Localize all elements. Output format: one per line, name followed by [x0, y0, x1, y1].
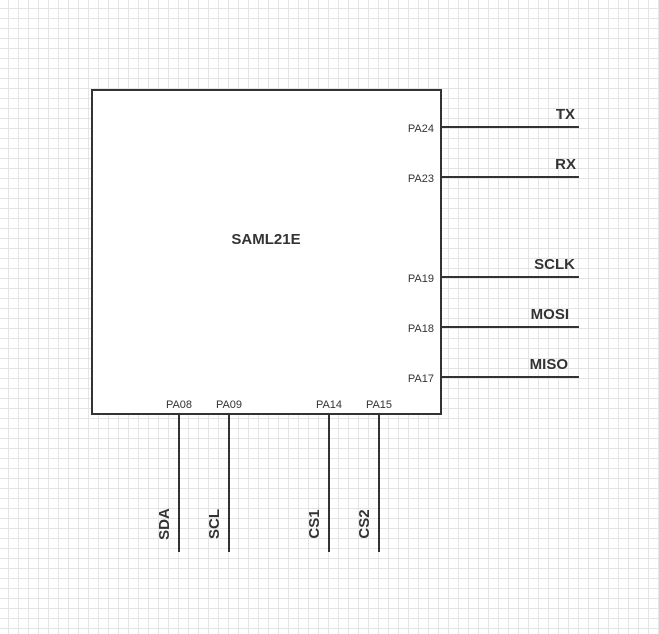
right-pin[interactable]: PA18 MOSI: [408, 306, 579, 335]
bottom-pin[interactable]: PA14 CS1: [306, 399, 342, 552]
right-pin[interactable]: PA23 RX: [408, 156, 579, 185]
right-pin[interactable]: PA24 TX: [408, 106, 579, 135]
bottom-pin[interactable]: PA15 CS2: [356, 399, 392, 552]
right-pin[interactable]: PA19 SCLK: [408, 256, 579, 285]
right-signal-label: RX: [555, 156, 576, 173]
bottom-pin[interactable]: PA09 SCL: [206, 399, 242, 552]
bottom-signal-label: SDA: [156, 508, 173, 540]
right-signal-label: MISO: [530, 356, 569, 373]
bottom-pin-label: PA14: [316, 399, 342, 411]
bottom-pin-label: PA09: [216, 399, 242, 411]
right-signal-label: MOSI: [531, 306, 569, 323]
bottom-pin-label: PA08: [166, 399, 192, 411]
bottom-signal-label: SCL: [206, 509, 223, 539]
right-pin-label: PA18: [408, 323, 434, 335]
right-signal-label: SCLK: [534, 256, 575, 273]
bottom-signal-label: CS2: [356, 509, 373, 538]
right-pin-label: PA17: [408, 373, 434, 385]
right-pin[interactable]: PA17 MISO: [408, 356, 579, 385]
chip-name: SAML21E: [231, 231, 300, 248]
bottom-signal-label: CS1: [306, 509, 323, 538]
bottom-pin-label: PA15: [366, 399, 392, 411]
right-pin-label: PA24: [408, 123, 434, 135]
right-pin-label: PA19: [408, 273, 434, 285]
chip-body[interactable]: [91, 89, 442, 415]
right-signal-label: TX: [556, 106, 575, 123]
right-pin-label: PA23: [408, 173, 434, 185]
bottom-pin[interactable]: PA08 SDA: [156, 399, 192, 552]
